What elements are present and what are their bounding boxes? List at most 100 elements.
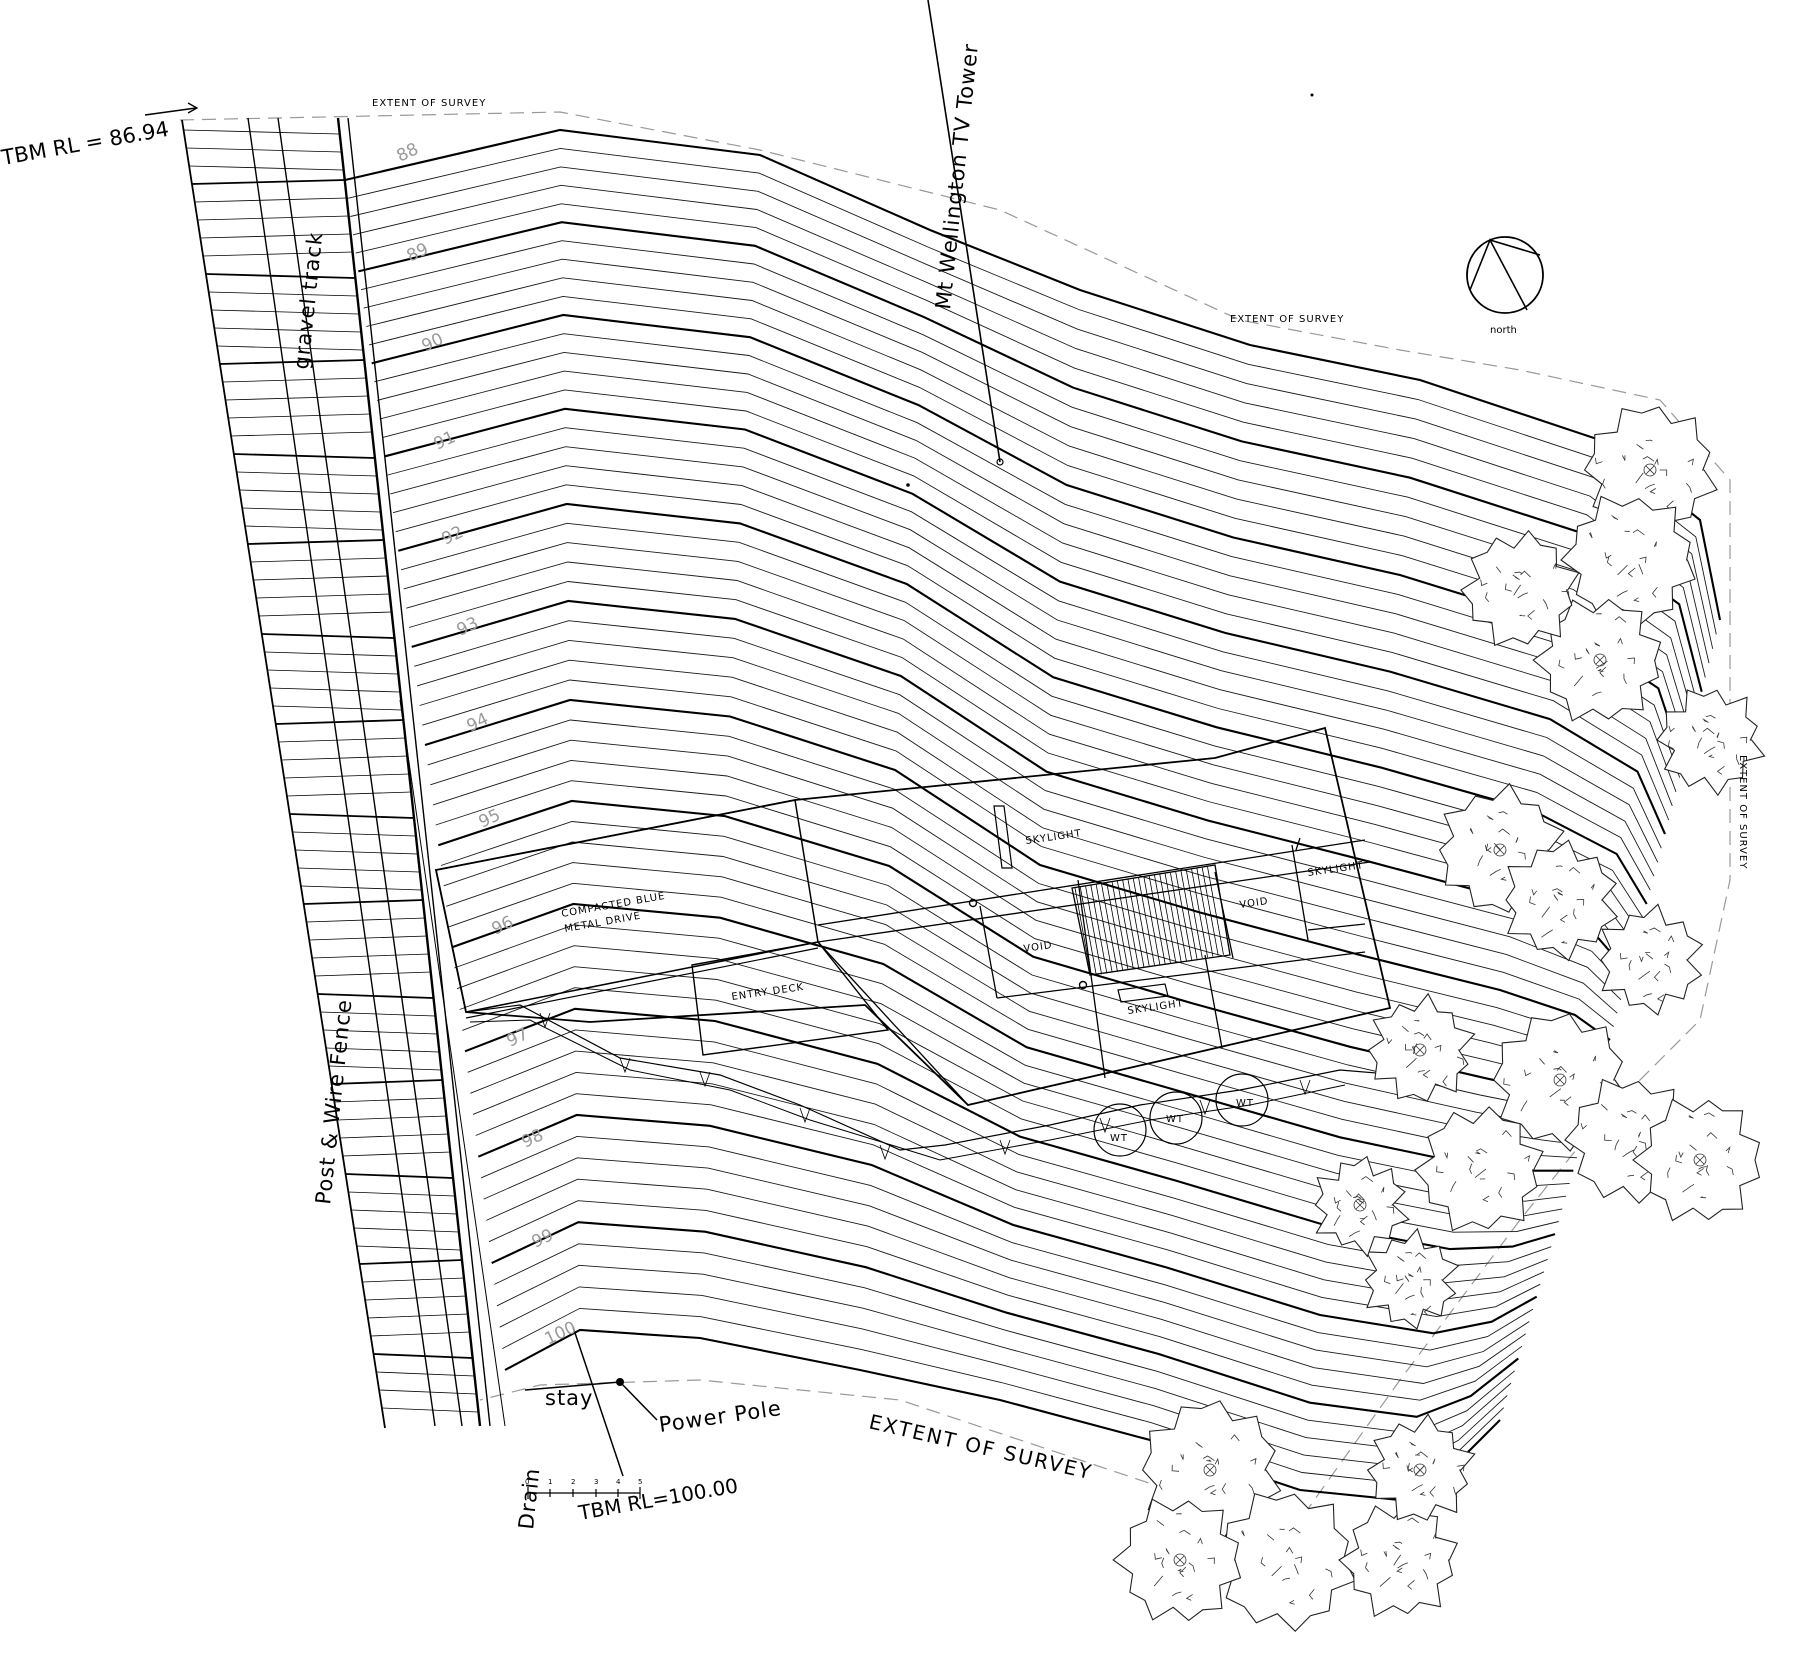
entry-deck-outline (691, 941, 890, 1056)
tree-texture (1185, 1594, 1193, 1601)
tree-texture (1379, 1576, 1391, 1587)
tree-canopy (1366, 1413, 1476, 1521)
track-hatch-line (203, 251, 353, 257)
tree-texture (1424, 1552, 1432, 1560)
tree-texture (1386, 1037, 1393, 1045)
tree-texture (1569, 866, 1581, 874)
track-hatch-line (370, 1331, 471, 1337)
tree-canopy (1532, 598, 1662, 722)
tree-texture (1611, 515, 1619, 521)
water-tank-3 (1215, 1073, 1269, 1127)
tree-texture (1423, 1279, 1431, 1286)
track-hatch-line (197, 215, 349, 221)
tree-texture (1371, 1210, 1377, 1221)
tree-trunk-cross (1645, 465, 1655, 475)
tree-texture (1444, 1152, 1449, 1160)
tree-texture (1617, 637, 1623, 645)
tree-texture (1553, 894, 1559, 901)
track-hatch-line (231, 431, 373, 437)
tree-texture (1282, 1577, 1291, 1581)
track-hatch-line (292, 831, 416, 837)
tree-texture (1705, 714, 1716, 719)
tree-texture (1531, 889, 1538, 896)
skylight-slot (993, 805, 1013, 869)
track-hatch-line (359, 1259, 463, 1265)
skylight-label-2: SKYLIGHT (1307, 860, 1365, 879)
tree-texture (1620, 1113, 1628, 1119)
tree-texture (1288, 1527, 1301, 1534)
contour-line (416, 639, 1622, 1001)
tree-texture (1569, 1073, 1575, 1080)
tree-texture (1325, 1568, 1333, 1578)
track-hatch-line (295, 849, 418, 855)
void-label-2: VOID (1239, 896, 1269, 911)
track-hatch-line (315, 971, 432, 977)
tree-texture (1271, 1565, 1282, 1577)
tree-texture (1563, 1096, 1572, 1106)
stair-tread (1196, 868, 1214, 957)
tree-texture (1559, 914, 1568, 923)
trees (1112, 406, 1766, 1632)
tree-texture (1645, 953, 1654, 960)
tree-texture (1333, 1214, 1341, 1226)
contour-line (408, 581, 1633, 960)
contour-line (406, 561, 1637, 946)
tree-trunk-marker (1493, 843, 1507, 857)
track-hatch-line (211, 309, 359, 315)
tree-texture (1664, 951, 1670, 959)
scale-tick-0: 0 (525, 1478, 529, 1486)
tree-texture (1527, 609, 1535, 620)
tree-texture (1407, 1579, 1415, 1590)
track-hatch-line (317, 993, 434, 999)
tree-texture (1214, 1457, 1220, 1465)
tree-texture (1171, 1464, 1180, 1472)
tree-texture (1453, 1486, 1458, 1498)
tree-texture (1553, 1067, 1562, 1071)
track-hatch-line (191, 179, 346, 185)
tree-texture (1154, 1553, 1162, 1560)
tree-texture (1642, 456, 1655, 462)
stair-tread (1101, 883, 1118, 972)
tree-texture (1386, 1206, 1395, 1214)
tree-texture (1518, 851, 1526, 860)
tree-texture (1638, 970, 1651, 980)
contour-line (424, 698, 1611, 1041)
tree-texture (1614, 616, 1627, 623)
tree-texture (1555, 865, 1563, 868)
tree-texture (1604, 552, 1612, 559)
tree-texture (1407, 1517, 1420, 1524)
tree-texture (1529, 896, 1536, 906)
tree-texture (1417, 1070, 1425, 1073)
tree-texture (1643, 993, 1652, 998)
tree-texture (1401, 1025, 1409, 1033)
tree-texture (1708, 754, 1715, 758)
contour-label-93: 93 (454, 613, 482, 640)
tree-trunk-cross (1355, 1200, 1365, 1210)
tree-texture (1407, 1463, 1414, 1473)
track-hatch-line (298, 867, 420, 873)
survey-label-top-right: EXTENT OF SURVEY (1230, 314, 1344, 325)
tree-texture (1739, 736, 1748, 744)
tree-texture (1702, 718, 1709, 723)
tree-texture (1288, 1599, 1295, 1605)
tree-trunk-marker (1353, 1198, 1367, 1212)
stair-tread (1175, 871, 1193, 960)
survey-dot-2 (1310, 93, 1314, 97)
track-hatch-line (278, 737, 406, 743)
track-hatch-line (337, 1115, 447, 1121)
tree-texture (1594, 642, 1601, 647)
tree-texture (1486, 815, 1494, 821)
track-hatch-line (264, 651, 396, 657)
tree-texture (1588, 532, 1593, 539)
tree-texture (1165, 1548, 1170, 1555)
tree-texture (1558, 659, 1565, 669)
track-hatch-line (356, 1245, 461, 1251)
contour-label-89: 89 (404, 239, 432, 266)
track-hatch-line (379, 1389, 477, 1395)
tree-texture (1696, 1168, 1704, 1176)
north-arrow: north (1466, 236, 1544, 336)
tree-texture (1381, 1187, 1385, 1193)
tree-texture (1405, 1044, 1413, 1051)
track-hatch-line (267, 669, 398, 675)
tree-texture (1703, 746, 1716, 755)
